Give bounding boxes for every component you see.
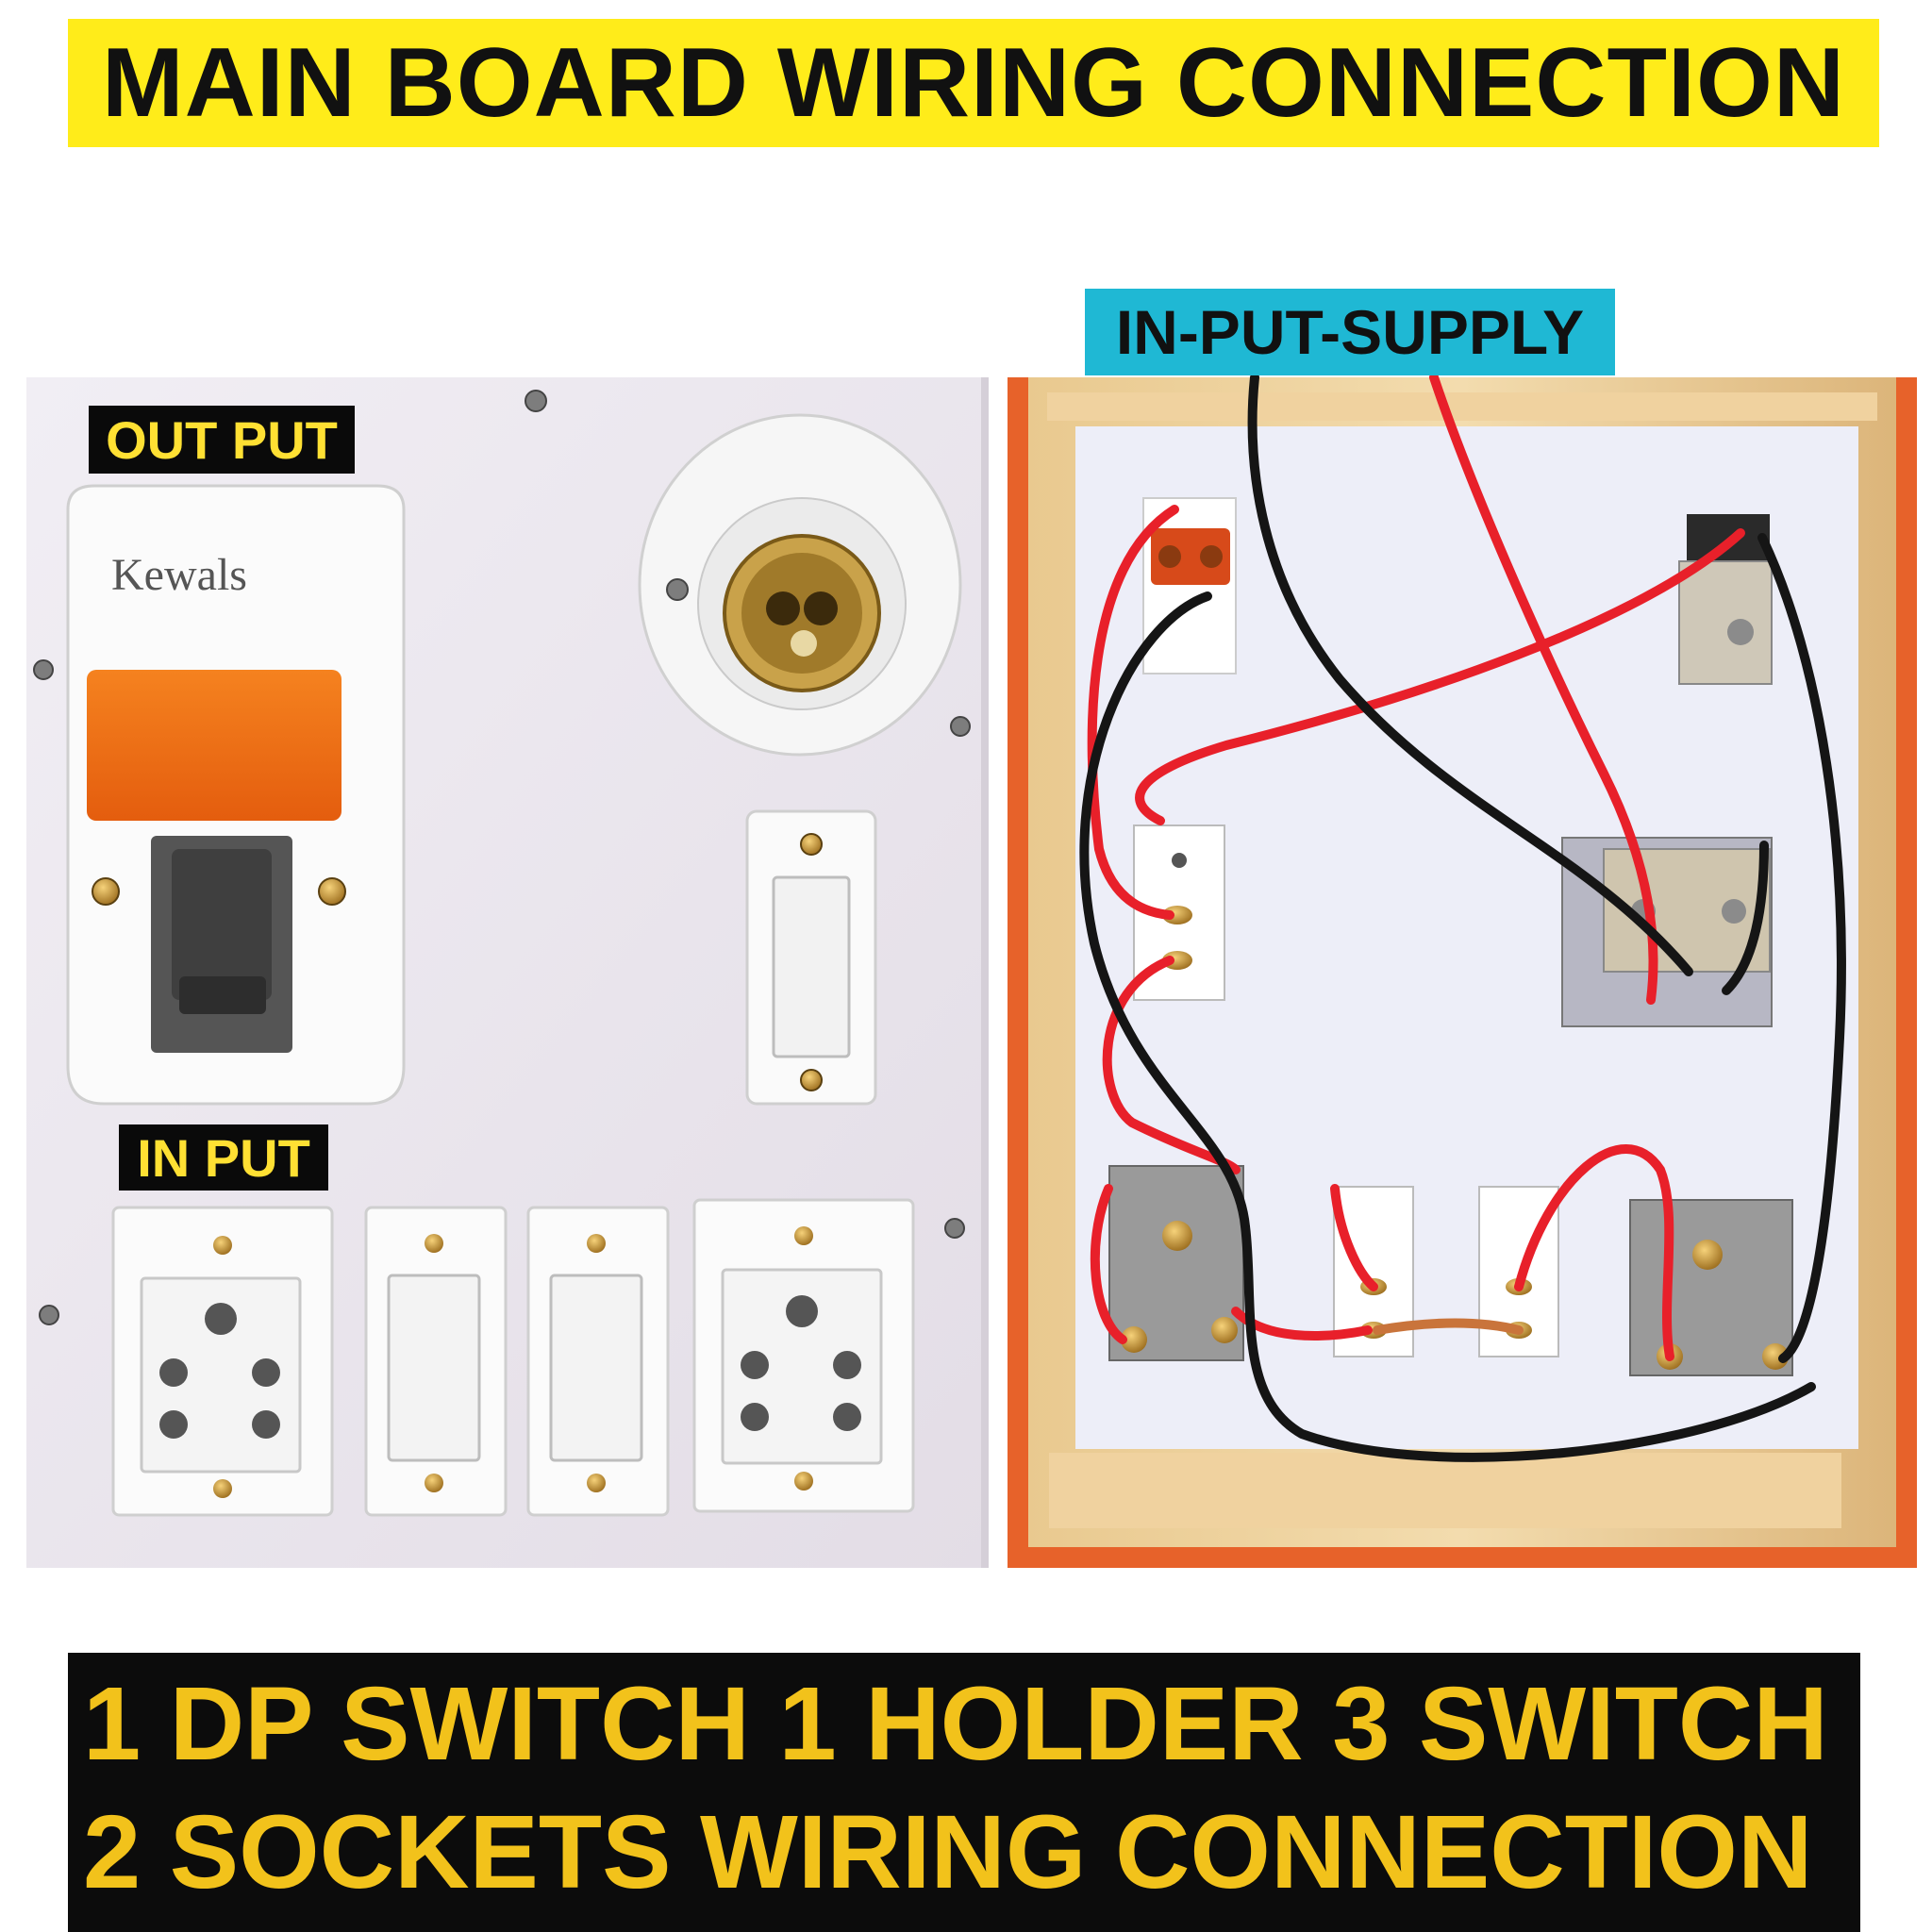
output-label: OUT PUT [89, 406, 355, 474]
dp-switch-mcb [66, 484, 406, 1106]
rear-socket-left [1108, 1165, 1244, 1361]
footer-line-1: 1 DP SWITCH 1 HOLDER 3 SWITCH [83, 1666, 1828, 1782]
footer-line-2: 2 SOCKETS WIRING CONNECTION [83, 1794, 1813, 1910]
input-supply-label: IN-PUT-SUPPLY [1085, 289, 1615, 375]
page-title: MAIN BOARD WIRING CONNECTION [102, 27, 1845, 138]
socket-switch-2 [526, 1206, 670, 1517]
neutral-wires [1079, 373, 1846, 1462]
holder-switch [745, 809, 877, 1106]
rear-socket-right [1629, 1199, 1793, 1376]
title-banner: MAIN BOARD WIRING CONNECTION [68, 19, 1879, 147]
rear-holder-terminal [1678, 514, 1773, 685]
rear-dp-terminal [1142, 497, 1237, 675]
mcb-brand-logo: Kewals [111, 550, 247, 600]
socket-right [692, 1198, 915, 1513]
bulb-holder [638, 413, 962, 757]
rear-switch-right [1561, 837, 1773, 1027]
rear-board-photo [1008, 373, 1917, 1568]
socket-left [111, 1206, 334, 1517]
front-board-photo [26, 377, 989, 1568]
footer-banner: 1 DP SWITCH 1 HOLDER 3 SWITCH 2 SOCKETS … [68, 1653, 1860, 1932]
socket-switch-1 [364, 1206, 508, 1517]
input-label: IN PUT [119, 1124, 328, 1191]
